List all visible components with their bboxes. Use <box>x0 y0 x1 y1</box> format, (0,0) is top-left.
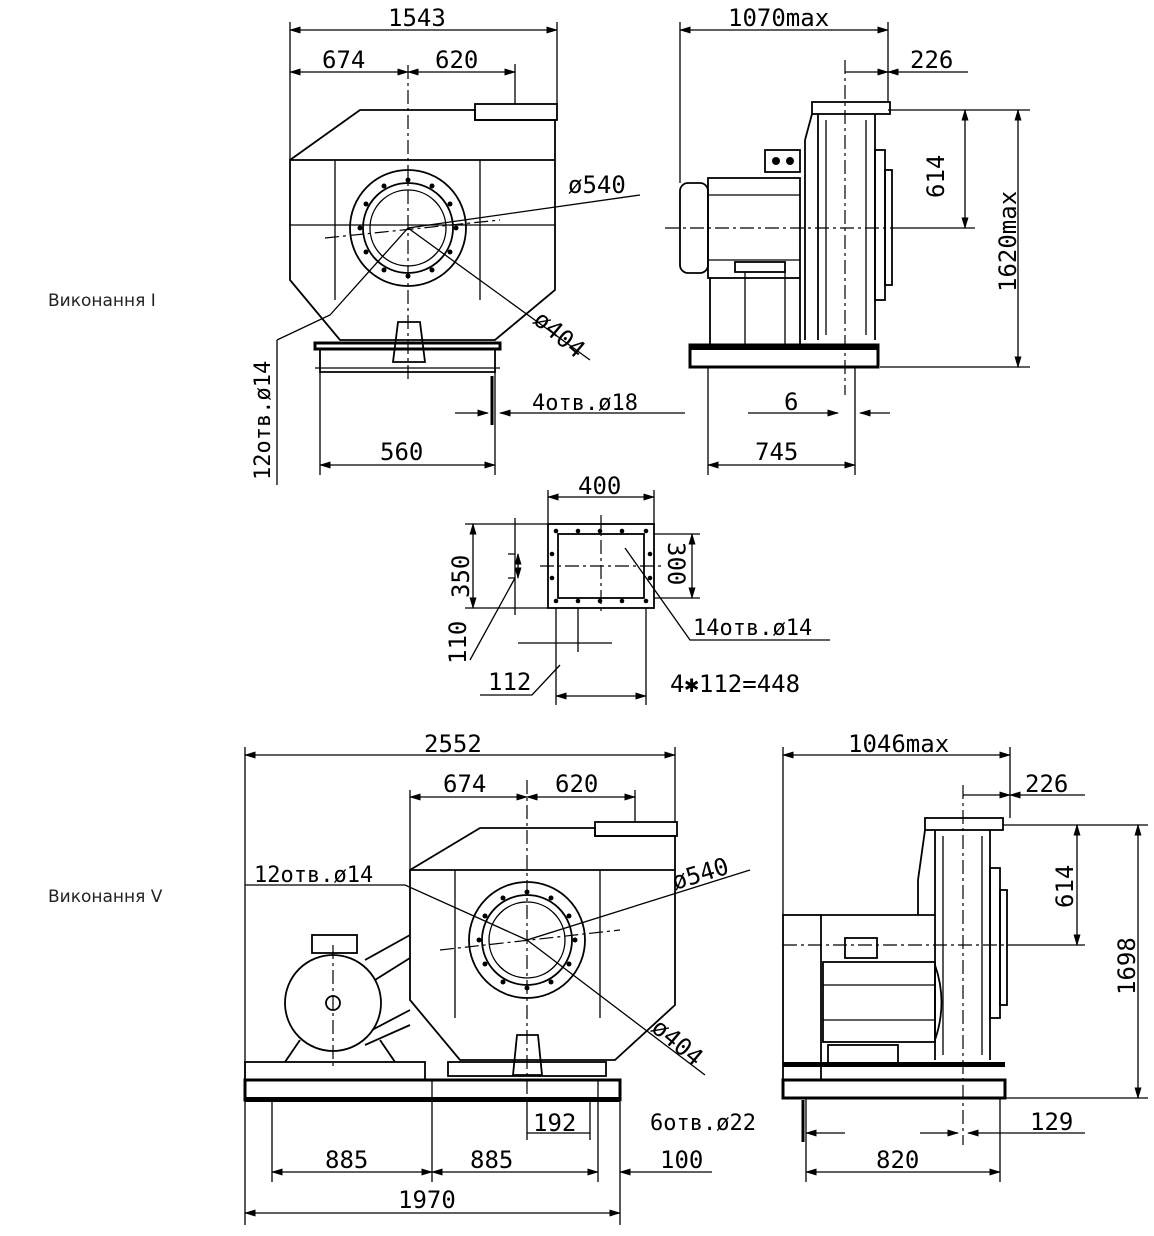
flange-pitch-horizontal: 112 <box>488 668 531 696</box>
variant-1-label: Виконання I <box>48 291 156 311</box>
v5-front-inlet-inner-dia: ø404 <box>646 1013 708 1072</box>
v1-front-axis-to-outlet: 620 <box>435 46 478 74</box>
v1-front-inlet-holes: 12отв.ø14 <box>251 361 276 480</box>
v5-front-span-left: 885 <box>325 1146 368 1174</box>
v5-front-frame-total: 1970 <box>398 1186 456 1214</box>
v5-front-inlet-outer-dia: ø540 <box>669 852 732 896</box>
v1-side-flange-gap: 6 <box>784 388 798 416</box>
v1-front-base-span: 560 <box>380 438 423 466</box>
v5-side-edge-offset-a: 100 <box>660 1146 703 1174</box>
flange-width: 400 <box>578 472 621 500</box>
v5-side-overall-height: 1698 <box>1113 937 1141 995</box>
flange-holes: 14отв.ø14 <box>693 616 812 641</box>
v5-front-left-to-axis: 674 <box>443 770 486 798</box>
variant-5-side-view <box>781 747 1148 1182</box>
v1-side-outlet-offset: 226 <box>910 46 953 74</box>
v5-front-overall-width: 2552 <box>424 730 482 758</box>
flange-pitch-vertical: 110 <box>444 621 472 664</box>
v5-front-inlet-holes: 12отв.ø14 <box>254 863 373 888</box>
variant-5-label: Виконання V <box>48 887 163 907</box>
variant-1-front-view <box>276 22 685 485</box>
variant-5-front-view <box>243 747 751 1225</box>
v5-side-outlet-offset: 226 <box>1025 770 1068 798</box>
flange-pitch-total: 4✱112=448 <box>670 670 800 698</box>
v5-side-outlet-height: 614 <box>1051 865 1079 908</box>
v1-front-overall-width: 1543 <box>388 4 446 32</box>
flange-height-inner: 300 <box>662 542 690 585</box>
v5-front-axis-to-outlet: 620 <box>555 770 598 798</box>
v5-side-edge-offset-b: 129 <box>1030 1108 1073 1136</box>
v5-side-base-length: 820 <box>876 1146 919 1174</box>
v1-side-overall-depth: 1070max <box>728 4 829 32</box>
v1-front-left-to-axis: 674 <box>322 46 365 74</box>
flange-height-outer: 350 <box>447 555 475 598</box>
outlet-flange-detail <box>465 490 830 705</box>
v1-front-inlet-outer-dia: ø540 <box>568 171 626 199</box>
v5-front-span-right: 885 <box>470 1146 513 1174</box>
v1-side-overall-height: 1620max <box>994 191 1022 292</box>
v1-side-base-length: 745 <box>755 438 798 466</box>
v5-front-frame-offset: 192 <box>533 1109 576 1137</box>
variant-1-side-view <box>665 22 1030 475</box>
v1-side-outlet-height: 614 <box>922 155 950 198</box>
v1-front-inlet-inner-dia: ø404 <box>528 305 590 364</box>
v5-side-overall-depth: 1046max <box>848 730 949 758</box>
v1-front-base-holes: 4отв.ø18 <box>532 391 638 416</box>
v5-side-base-holes: 6отв.ø22 <box>650 1111 756 1136</box>
